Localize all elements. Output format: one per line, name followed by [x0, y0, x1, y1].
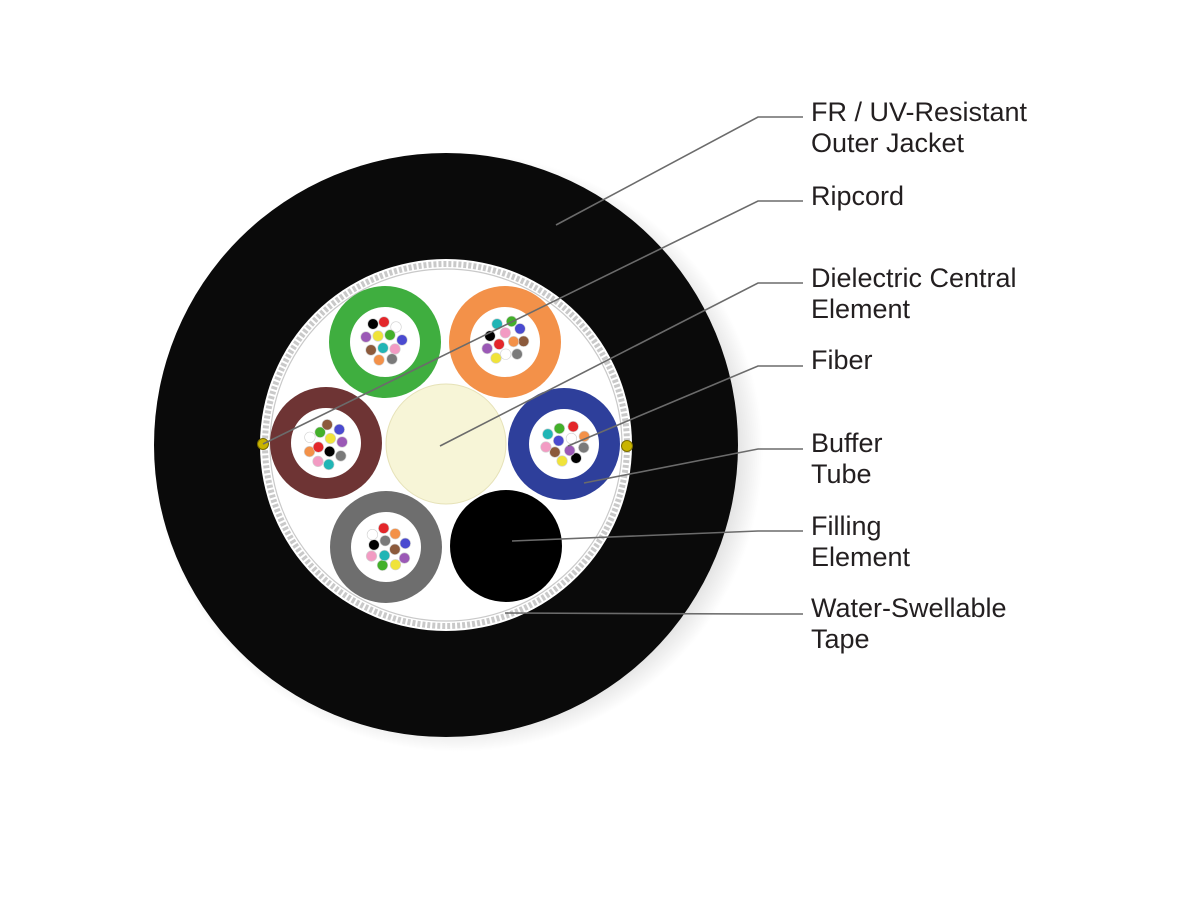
label-ripcord-line-1: Ripcord [811, 181, 905, 211]
fiber [378, 549, 391, 562]
fiber [379, 535, 391, 547]
label-outer-jacket: FR / UV-Resistant Outer Jacket [811, 97, 1027, 159]
fiber [367, 318, 379, 330]
fiber [378, 522, 390, 534]
fiber [323, 458, 335, 471]
fiber [481, 342, 493, 355]
fiber [324, 432, 337, 445]
fiber [377, 342, 389, 354]
fiber [564, 444, 576, 457]
fiber [398, 552, 411, 564]
ripcord-2 [621, 440, 633, 452]
fiber [570, 452, 582, 464]
label-water-tape: Water-Swellable Tape [811, 593, 1007, 655]
fiber [378, 316, 390, 328]
buffer-tube-brown [270, 387, 382, 499]
fiber [540, 441, 552, 453]
filling-element [450, 490, 562, 602]
fiber [360, 331, 372, 343]
buffer-tubes [270, 286, 620, 603]
fiber [517, 335, 530, 347]
fiber [335, 450, 347, 462]
leader-line-fiber [567, 365, 803, 447]
label-outer-jacket-line-2: Outer Jacket [811, 128, 965, 158]
label-central-element-line-2: Element [811, 294, 911, 324]
fiber [549, 446, 561, 458]
label-fiber: Fiber [811, 345, 873, 376]
label-buffer-tube-line-1: Buffer [811, 428, 883, 458]
fiber [500, 348, 512, 360]
fiber [493, 338, 505, 350]
fiber [499, 327, 511, 339]
dielectric-central-element [385, 383, 507, 505]
buffer-tube-blue [508, 388, 620, 500]
fiber [390, 321, 402, 333]
label-central-element-line-1: Dielectric Central [811, 263, 1017, 293]
label-filling-element-line-1: Filling [811, 511, 882, 541]
label-fiber-line-1: Fiber [811, 345, 873, 375]
fiber [490, 352, 502, 364]
buffer-tube-orange-bore [470, 307, 540, 377]
fiber [552, 435, 565, 447]
leader-line-outer-jacket [555, 116, 803, 226]
fiber [507, 336, 520, 348]
leader-lines [262, 116, 803, 615]
fiber [366, 528, 379, 541]
leader-line-central-element [439, 282, 803, 447]
fiber [373, 354, 385, 366]
buffer-tube-green [329, 286, 441, 398]
fiber [312, 441, 325, 453]
label-outer-jacket-line-1: FR / UV-Resistant [811, 97, 1028, 127]
fiber [314, 426, 326, 438]
fiber [324, 445, 336, 458]
label-buffer-tube-line-2: Tube [811, 459, 872, 489]
fiber [304, 431, 316, 443]
fiber [578, 442, 590, 454]
fiber [389, 528, 401, 540]
fiber [365, 550, 378, 562]
fiber [333, 423, 345, 436]
fiber [542, 428, 554, 440]
label-buffer-tube: Buffer Tube [811, 428, 883, 490]
leader-line-buffer-tube [583, 448, 803, 484]
fiber [386, 353, 398, 365]
buffer-tube-gray [330, 491, 442, 603]
fiber [376, 559, 389, 571]
fiber [389, 543, 401, 556]
fiber [389, 343, 401, 355]
buffer-tube-gray-bore [351, 512, 421, 582]
label-water-tape-line-1: Water-Swellable [811, 593, 1007, 623]
label-filling-element: Filling Element [811, 511, 910, 573]
leader-line-filling-element [511, 530, 803, 542]
buffer-tube-blue-bore [529, 409, 599, 479]
fiber [368, 539, 380, 551]
fiber [396, 334, 408, 346]
label-filling-element-line-2: Element [811, 542, 911, 572]
fiber [312, 455, 324, 468]
fiber [399, 537, 411, 550]
fiber [389, 559, 402, 571]
buffer-tube-orange [449, 286, 561, 398]
leader-line-water-tape [504, 612, 803, 615]
fiber [384, 329, 396, 341]
label-central-element: Dielectric Central Element [811, 263, 1017, 325]
fiber [321, 419, 333, 431]
label-water-tape-line-2: Tape [811, 624, 870, 654]
fiber [514, 323, 526, 335]
fiber [303, 446, 316, 458]
leader-line-ripcord [262, 200, 803, 445]
ripcords [257, 438, 633, 452]
fiber [553, 422, 566, 435]
fiber [336, 436, 348, 448]
fiber [365, 344, 377, 356]
label-ripcord: Ripcord [811, 181, 904, 212]
fiber [372, 330, 384, 342]
fiber [511, 348, 523, 360]
fiber [567, 421, 579, 433]
fiber [556, 455, 568, 467]
